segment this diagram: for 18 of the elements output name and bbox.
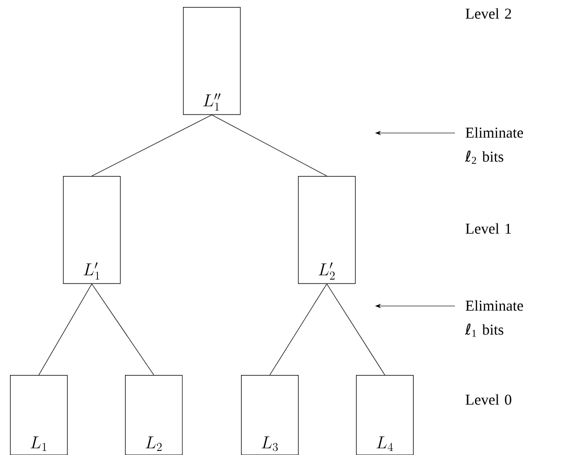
list-box: $L_1$ [10, 375, 68, 455]
tree-line [92, 284, 154, 376]
tree-line [92, 114, 212, 176]
list-box: $L_1''$ [183, 7, 241, 115]
list-box: $L_1'$ [63, 176, 121, 284]
list-box: $L_3$ [241, 375, 299, 455]
tree-line [212, 114, 328, 176]
level-label: Level 2 [466, 8, 512, 19]
tree-line [326, 284, 386, 376]
tree-line [270, 284, 328, 376]
list-box: $L_4$ [356, 375, 414, 455]
list-box: $L_2'$ [298, 176, 356, 284]
level-label: Level 0 [466, 394, 512, 405]
note-text: Eliminate ℓ$_{1}$ bits [465, 300, 524, 337]
level-label: Level 1 [466, 223, 511, 234]
list-box: $L_2$ [125, 375, 183, 455]
note-text: Eliminate ℓ$_{2}$ bits [465, 127, 524, 164]
tree-line [38, 284, 92, 376]
